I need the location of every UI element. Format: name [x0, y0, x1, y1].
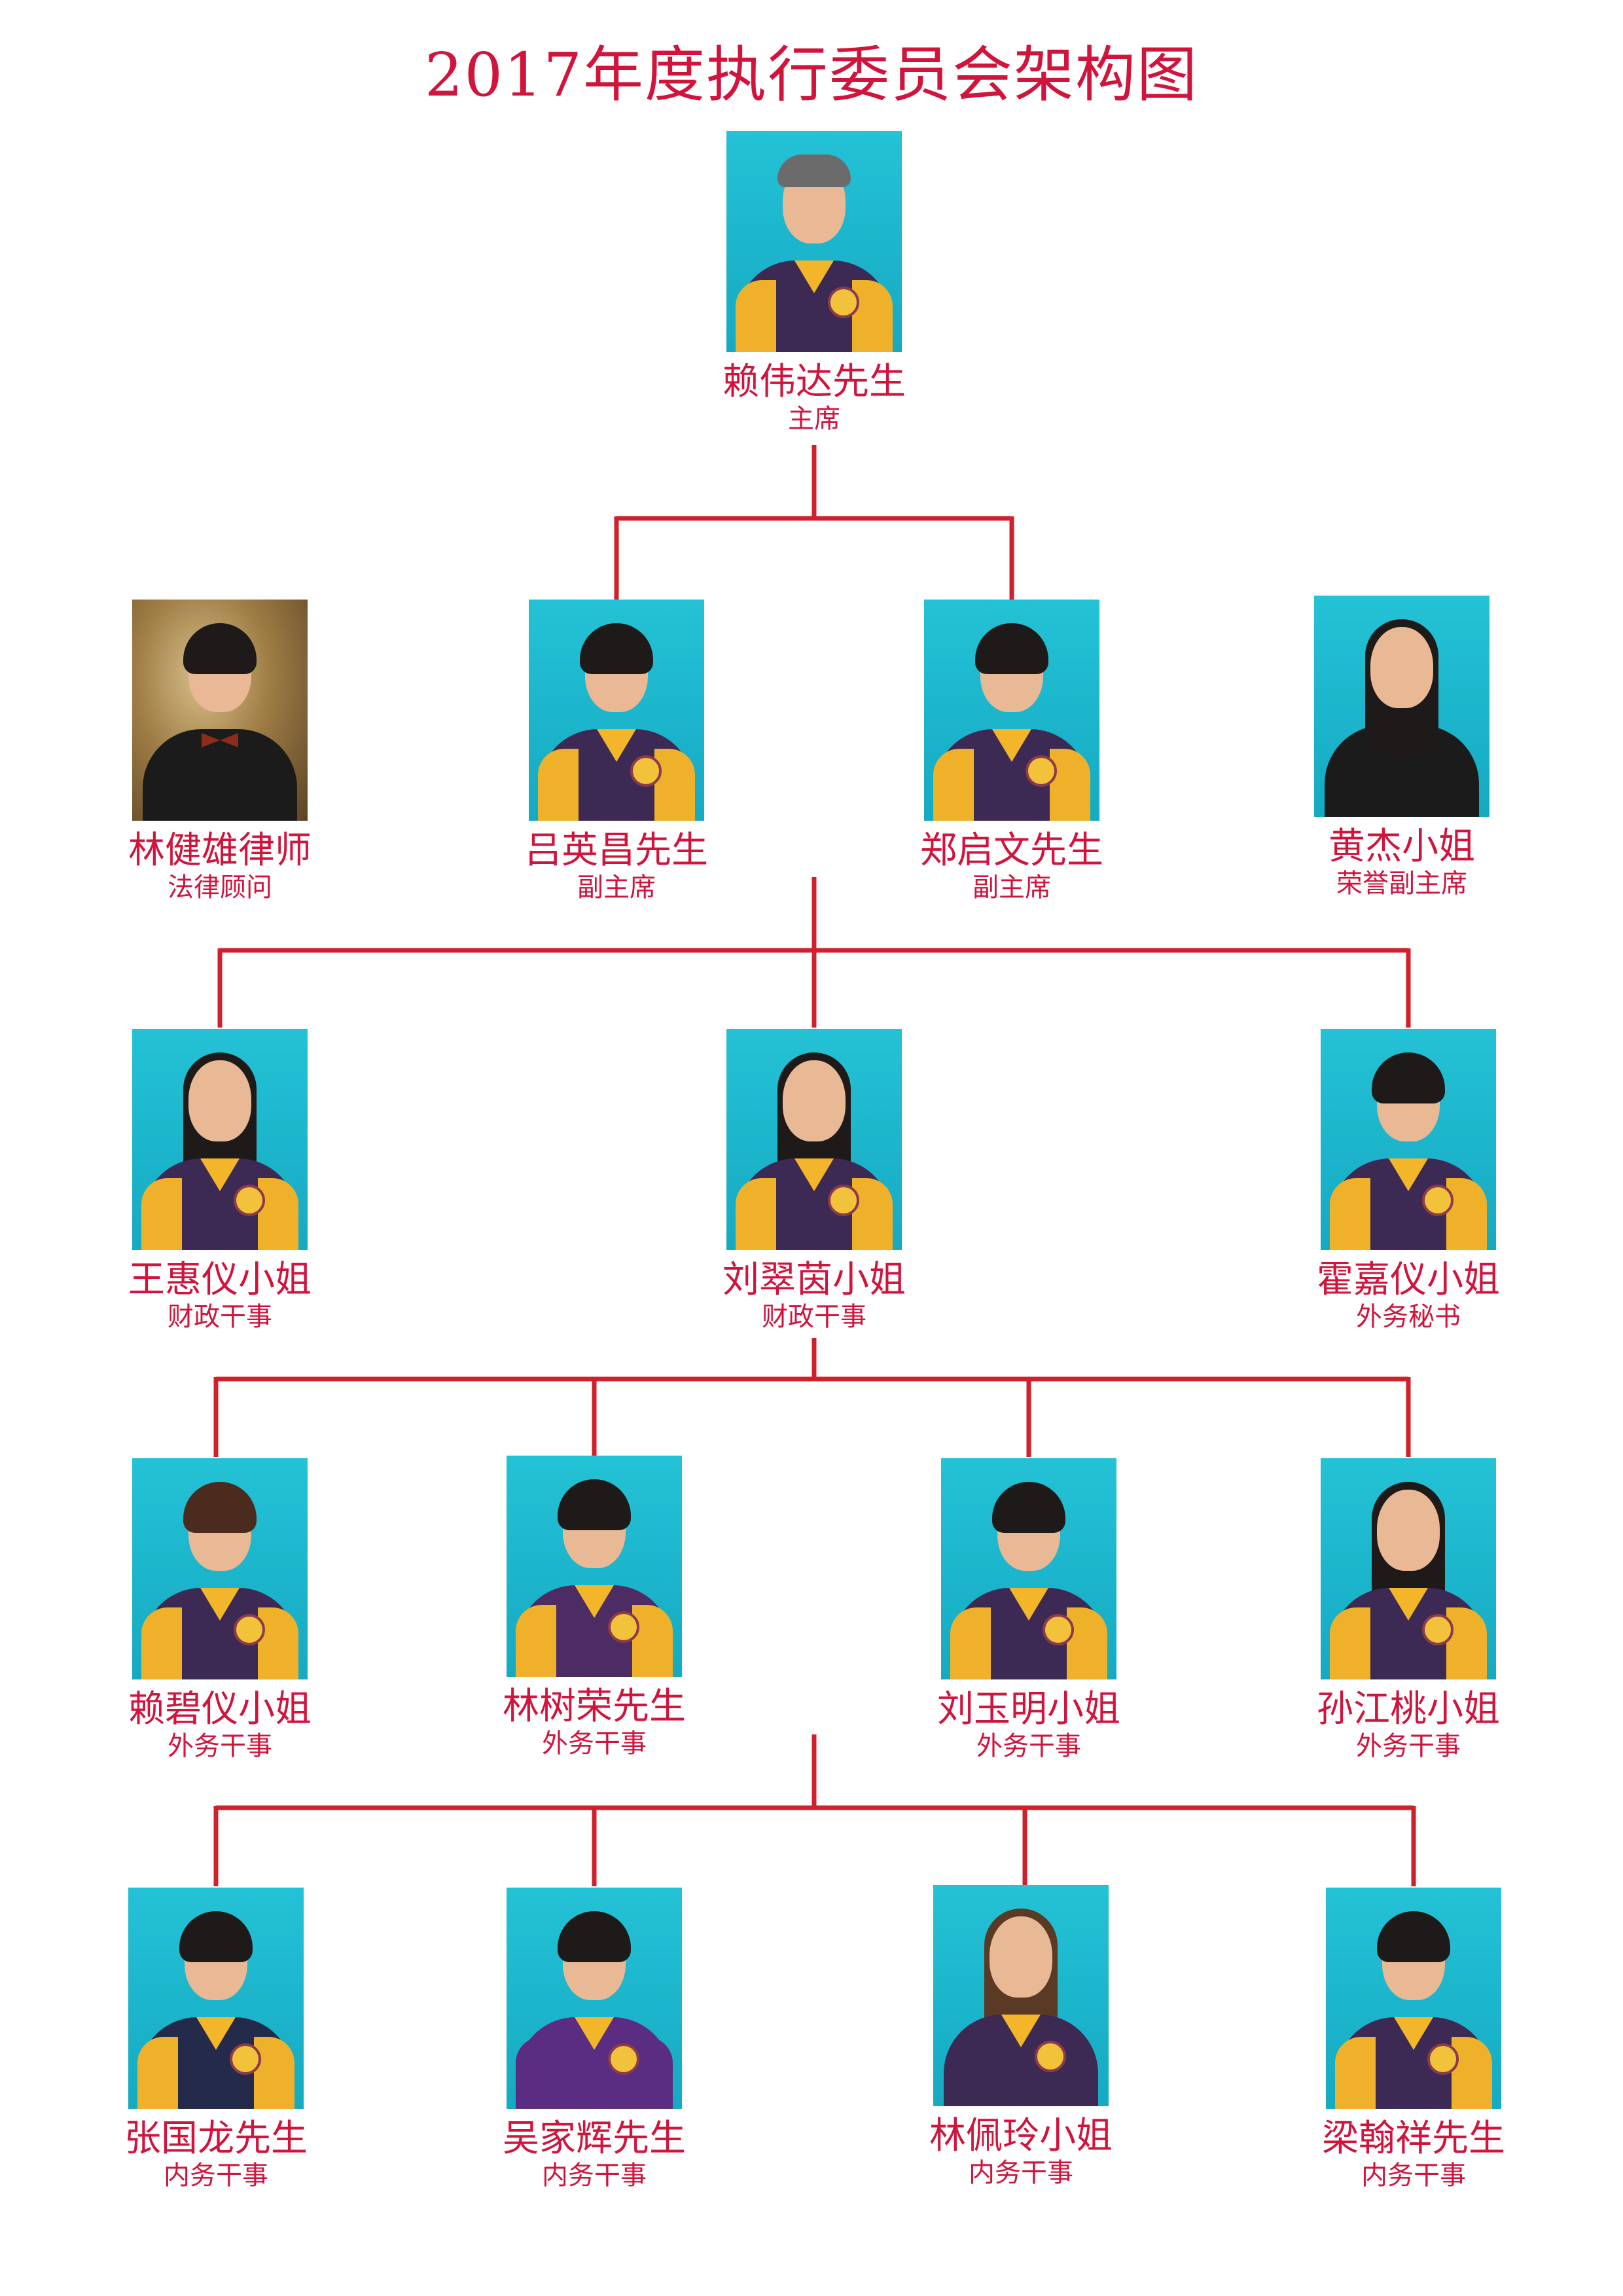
photo [1314, 596, 1489, 817]
member-name: 赖伟达先生 [722, 361, 906, 403]
connector-external-internal [213, 1734, 1416, 1886]
member-name: 林健雄律师 [128, 829, 312, 872]
member-name: 张国龙先生 [124, 2117, 308, 2160]
member-ext1: 赖碧仪小姐 外务干事 [115, 1458, 325, 1762]
photo [507, 1456, 682, 1677]
member-name: 黄杰小姐 [1329, 825, 1475, 868]
photo [529, 600, 704, 821]
member-role: 荣誉副主席 [1336, 869, 1467, 899]
member-role: 法律顾问 [168, 872, 272, 903]
member-name: 霍嘉仪小姐 [1317, 1259, 1500, 1301]
member-name: 刘翠茵小姐 [722, 1259, 906, 1301]
member-int1: 张国龙先生 内务干事 [111, 1888, 321, 2191]
photo [507, 1888, 682, 2109]
member-role: 内务干事 [969, 2158, 1073, 2188]
photo [726, 131, 902, 352]
member-ext-sec: 霍嘉仪小姐 外务秘书 [1304, 1029, 1513, 1333]
photo [1321, 1029, 1496, 1250]
member-ext2: 林树荣先生 外务干事 [490, 1456, 699, 1759]
member-role: 外务干事 [542, 1729, 647, 1759]
member-int2: 吴家辉先生 内务干事 [490, 1888, 699, 2191]
member-name: 赖碧仪小姐 [128, 1688, 312, 1731]
member-role: 副主席 [972, 872, 1051, 903]
member-name: 梁翰祥先生 [1322, 2117, 1505, 2160]
photo [924, 600, 1099, 821]
member-role: 外务秘书 [1356, 1302, 1461, 1332]
member-name: 郑启文先生 [920, 829, 1103, 872]
photo [941, 1458, 1116, 1679]
member-legal: 林健雄律师 法律顾问 [115, 600, 325, 903]
member-hon-vice: 黄杰小姐 荣誉副主席 [1297, 596, 1507, 899]
photo [132, 1458, 308, 1679]
member-name: 吴家辉先生 [503, 2117, 686, 2160]
connector-finance-external [213, 1338, 1411, 1457]
member-fin2: 刘翠茵小姐 财政干事 [709, 1029, 919, 1333]
member-name: 吕英昌先生 [525, 829, 708, 872]
connector-chair-vice [614, 445, 1014, 601]
member-role: 副主席 [577, 872, 656, 903]
photo [128, 1888, 304, 2109]
member-fin1: 王惠仪小姐 财政干事 [115, 1029, 325, 1333]
member-role: 外务干事 [1356, 1731, 1461, 1761]
member-ext3: 刘玉明小姐 外务干事 [924, 1458, 1133, 1762]
member-role: 外务干事 [976, 1731, 1081, 1761]
member-role: 内务干事 [1361, 2161, 1466, 2191]
photo [726, 1029, 902, 1250]
member-name: 刘玉明小姐 [937, 1688, 1120, 1731]
member-role: 内务干事 [164, 2161, 268, 2191]
member-name: 林佩玲小姐 [929, 2115, 1113, 2157]
photo [132, 1029, 308, 1250]
photo [1321, 1458, 1496, 1679]
member-role: 财政干事 [762, 1302, 866, 1332]
member-vice2: 郑启文先生 副主席 [907, 600, 1116, 903]
member-role: 主席 [788, 404, 840, 434]
photo [1326, 1888, 1501, 2109]
photo [132, 600, 308, 821]
member-role: 内务干事 [542, 2161, 647, 2191]
member-name: 林树荣先生 [503, 1685, 686, 1728]
member-name: 孙江桃小姐 [1317, 1688, 1500, 1731]
member-name: 王惠仪小姐 [128, 1259, 312, 1301]
photo [933, 1885, 1109, 2106]
member-int4: 梁翰祥先生 内务干事 [1309, 1888, 1518, 2191]
chart-title: 2017年度执行委员会架构图 [424, 40, 1199, 110]
connector-vice-finance [217, 877, 1411, 1028]
member-vice1: 吕英昌先生 副主席 [512, 600, 721, 903]
member-chair: 赖伟达先生 主席 [709, 131, 919, 435]
member-role: 财政干事 [168, 1302, 272, 1332]
member-int3: 林佩玲小姐 内务干事 [916, 1885, 1126, 2189]
member-ext4: 孙江桃小姐 外务干事 [1304, 1458, 1513, 1762]
member-role: 外务干事 [168, 1731, 272, 1761]
